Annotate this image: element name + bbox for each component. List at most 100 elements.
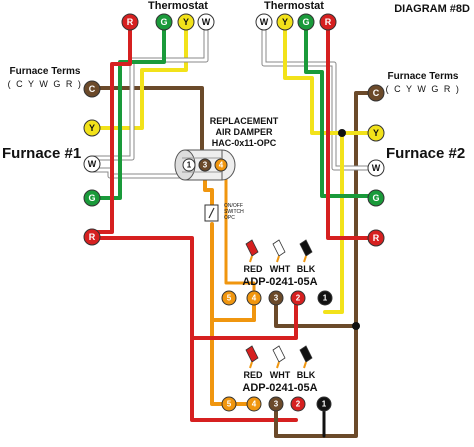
terminal-c: [83, 80, 101, 98]
air-damper: 1 3 4: [174, 149, 236, 181]
relay-top-label-wht: WHT: [270, 264, 291, 274]
terminal-label: G: [302, 17, 309, 27]
terminal-g: [297, 13, 315, 31]
terminal-label: R: [373, 233, 380, 243]
damper-terminal-3: [198, 158, 212, 172]
terminal-g: [367, 189, 385, 207]
terminal-label: 3: [274, 400, 279, 409]
terminal-label: C: [89, 84, 96, 94]
furnace-right-terminals: C Y W G R: [367, 84, 385, 247]
relay-terminal-2: [290, 290, 306, 306]
furnace-right-name: Furnace #2: [386, 145, 465, 162]
terminal-w: [83, 155, 101, 173]
switch-label-2: SWITCH: [224, 209, 244, 215]
terminal-label: 2: [296, 294, 301, 303]
relay-top-model: ADP-0241-05A: [242, 276, 317, 288]
terminal-r: [121, 13, 139, 31]
diagram-label: DIAGRAM #8D: [394, 3, 470, 15]
terminal-r: [319, 13, 337, 31]
terminal-label: W: [88, 159, 97, 169]
relay-terminal-5: [221, 396, 237, 412]
switch-label-3: OPC: [224, 215, 235, 221]
terminal-label: W: [202, 17, 211, 27]
damper-terminal-4: [214, 158, 228, 172]
terminal-label: R: [89, 232, 96, 242]
wire-lead-white-icon: [272, 345, 286, 369]
junction-dot: [352, 322, 360, 330]
relay-terminal-4: [246, 396, 262, 412]
wire-left-brown-c: [90, 86, 204, 167]
terminal-label: G: [160, 17, 167, 27]
terminal-label: Y: [373, 128, 379, 138]
furnace-left-terminals: C Y W G R: [83, 80, 101, 246]
wire-lead-black-icon: [299, 239, 313, 263]
damper-title-line1: REPLACEMENT: [210, 116, 279, 126]
terminal-r: [83, 228, 101, 246]
junction-dot: [338, 129, 346, 137]
switch-label-1: ON/OFF: [224, 203, 243, 209]
terminal-label: R: [325, 17, 332, 27]
terminal-label: 3: [203, 161, 208, 170]
wire-right-yellow-y: [283, 28, 378, 135]
relay-terminal-5: [221, 290, 237, 306]
terminal-label: Y: [282, 17, 288, 27]
relay-terminal-1: [317, 290, 333, 306]
terminal-r: [367, 229, 385, 247]
terminal-label: G: [88, 193, 95, 203]
terminal-label: 2: [296, 400, 301, 409]
terminal-label: 3: [274, 294, 279, 303]
wire-left-yellow-y: [90, 28, 188, 130]
terminal-w: [197, 13, 215, 31]
terminal-w: [255, 13, 273, 31]
wire-right-green-g: [304, 28, 378, 198]
terminal-label: R: [127, 17, 134, 27]
terminal-label: C: [373, 88, 380, 98]
terminal-label: 4: [252, 400, 257, 409]
relay-terminal-4: [246, 290, 262, 306]
wires-left: [90, 27, 298, 422]
terminal-label: 5: [227, 400, 232, 409]
relay-bottom-label-red: RED: [243, 370, 263, 380]
terminal-y: [83, 119, 101, 137]
thermostat-right-terminals: W Y G R: [255, 13, 337, 31]
wires-right: [261, 27, 379, 438]
relay-bottom-model: ADP-0241-05A: [242, 382, 317, 394]
damper-model: HAC-0x11-OPC: [212, 138, 277, 148]
wire-right-brown-c: [274, 91, 374, 438]
terminal-label: Y: [89, 123, 95, 133]
furnace-right-terms-order: ( C Y W G R ): [386, 84, 461, 94]
relay-top: RED WHT BLK ADP-0241-05A 5 4 3 2 1: [221, 239, 333, 306]
thermostat-right-title: Thermostat: [264, 0, 324, 12]
relay-terminal-3: [268, 290, 284, 306]
terminal-label: 1: [323, 294, 328, 303]
furnace-left-terms-order: ( C Y W G R ): [8, 79, 83, 89]
wire-right-red-r: [326, 28, 378, 240]
terminal-y: [177, 13, 195, 31]
terminal-label: G: [372, 193, 379, 203]
wire-lead-black-icon: [299, 345, 313, 369]
relay-terminal-1: [316, 396, 332, 412]
terminal-label: Y: [183, 17, 189, 27]
terminal-label: 5: [227, 294, 232, 303]
terminal-w: [367, 159, 385, 177]
terminal-label: W: [372, 163, 381, 173]
terminal-label: 1: [322, 400, 327, 409]
terminal-y: [276, 13, 294, 31]
furnace-left-terms-title: Furnace Terms: [10, 66, 81, 77]
terminal-g: [155, 13, 173, 31]
wire-lead-red-icon: [245, 345, 259, 369]
onoff-switch: ON/OFF SWITCH OPC: [204, 203, 244, 222]
wire-lead-white-icon: [272, 239, 286, 263]
terminal-label: 4: [219, 161, 224, 170]
wire-left-red-r: [90, 28, 132, 234]
relay-terminal-3: [268, 396, 284, 412]
furnace-left-name: Furnace #1: [2, 145, 81, 162]
terminal-label: 1: [187, 161, 192, 170]
relay-top-label-blk: BLK: [297, 264, 316, 274]
wire-lead-red-icon: [245, 239, 259, 263]
thermostat-left-title: Thermostat: [148, 0, 208, 12]
thermostat-left-terminals: R G Y W: [121, 13, 215, 31]
terminal-c: [367, 84, 385, 102]
terminal-label: 4: [252, 294, 257, 303]
